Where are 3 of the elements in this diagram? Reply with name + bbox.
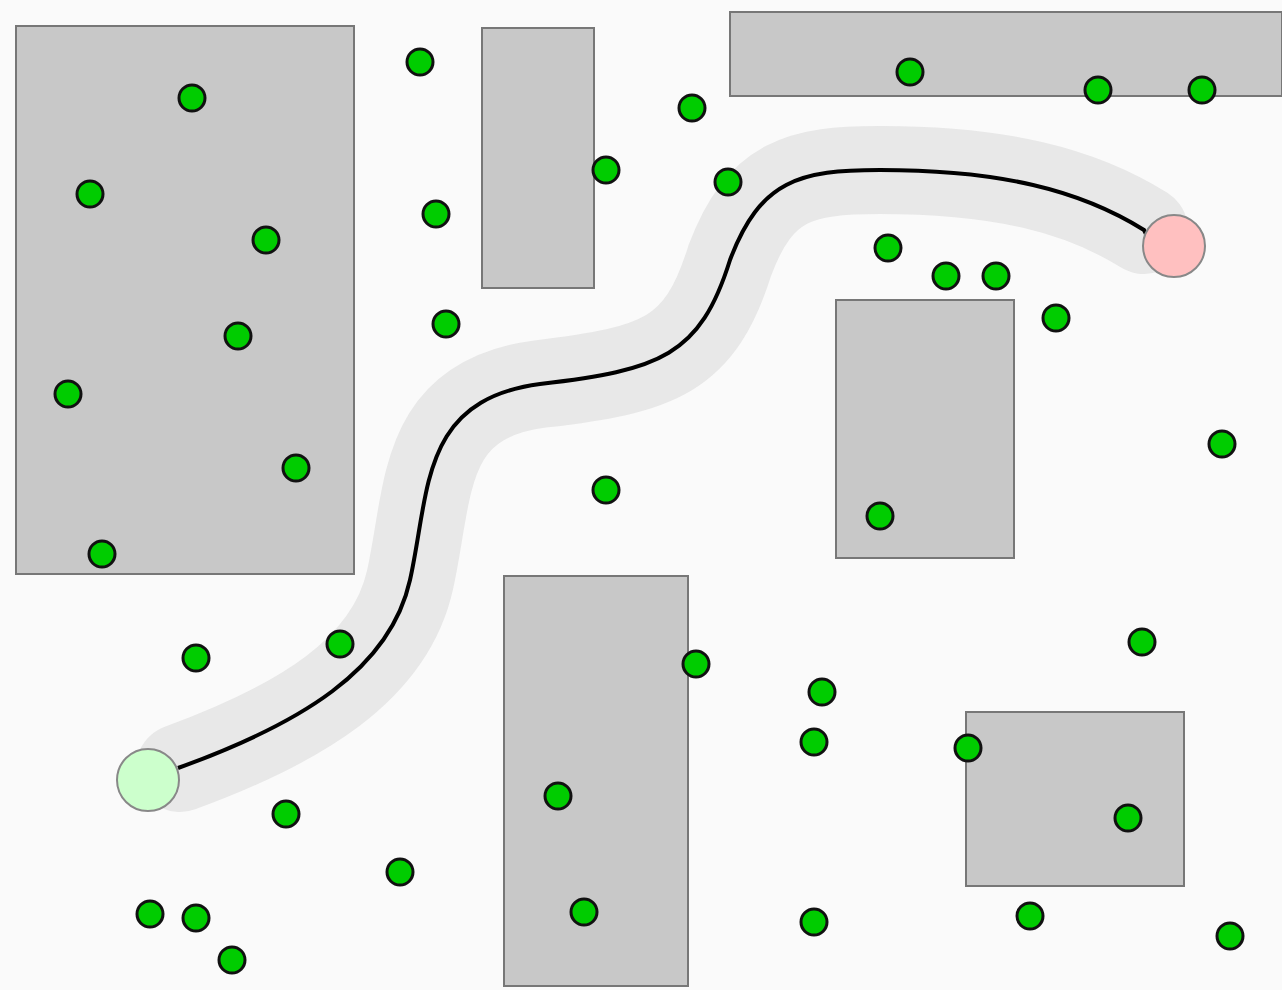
start-circle: [116, 748, 180, 812]
path-curve: [177, 168, 1148, 770]
goal-circle: [1142, 214, 1206, 278]
